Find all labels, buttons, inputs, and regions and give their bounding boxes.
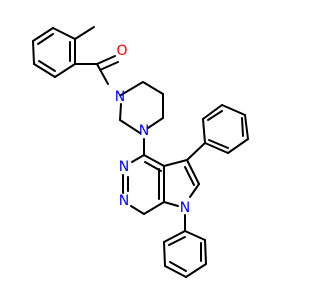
bond — [147, 117, 164, 129]
bond — [52, 27, 76, 40]
atom-labels: O N N N N N — [115, 43, 190, 216]
bond — [221, 104, 246, 116]
bond — [163, 241, 166, 267]
bond — [120, 81, 144, 96]
bond — [244, 114, 249, 140]
bond — [163, 201, 179, 207]
bond — [204, 239, 207, 265]
bond — [33, 63, 56, 78]
bond-double-inner — [207, 110, 223, 121]
chemical-structure-diagram: O N N N N N — [32, 26, 249, 278]
bond — [202, 118, 206, 144]
bond — [163, 159, 188, 167]
bond — [186, 142, 206, 161]
bond — [143, 154, 165, 167]
pyrimidine-nitrogen-3-label: N — [119, 159, 129, 175]
bond — [32, 40, 35, 65]
piperazine-nitrogen-bottom-label: N — [139, 123, 149, 139]
bond-double-inner — [168, 236, 186, 246]
piperazine-nitrogen-top-label: N — [115, 89, 125, 105]
bond — [54, 63, 76, 78]
bond — [131, 154, 145, 163]
bond-double-inner — [184, 166, 195, 186]
bond — [184, 230, 206, 241]
bond — [204, 142, 229, 154]
bond — [130, 205, 145, 215]
bond — [143, 201, 165, 215]
oxygen-atom-label: O — [116, 43, 127, 59]
bond-double-inner — [144, 161, 162, 172]
bond-carbonyl — [99, 61, 119, 71]
bond — [202, 104, 223, 120]
bond-double-inner — [241, 117, 244, 137]
bond — [163, 230, 186, 243]
bond — [164, 265, 187, 278]
bond-methyl — [74, 26, 95, 40]
bond — [119, 103, 122, 121]
pyrrole-nitrogen-7-label: N — [180, 200, 190, 216]
bond — [142, 81, 164, 95]
bond-double-inner — [37, 33, 54, 45]
bond-double-inner — [38, 60, 56, 72]
bond-carbonyl — [96, 55, 116, 65]
bond-group — [32, 26, 249, 278]
bond — [96, 63, 109, 85]
bond — [32, 27, 54, 42]
bond-double-inner — [169, 261, 187, 272]
bond — [189, 183, 200, 198]
pyrimidine-nitrogen-1-label: N — [119, 193, 129, 209]
bond — [185, 263, 207, 278]
bond — [119, 119, 141, 134]
bond-double-inner — [208, 139, 229, 149]
bond — [227, 138, 249, 154]
bond — [186, 159, 200, 185]
